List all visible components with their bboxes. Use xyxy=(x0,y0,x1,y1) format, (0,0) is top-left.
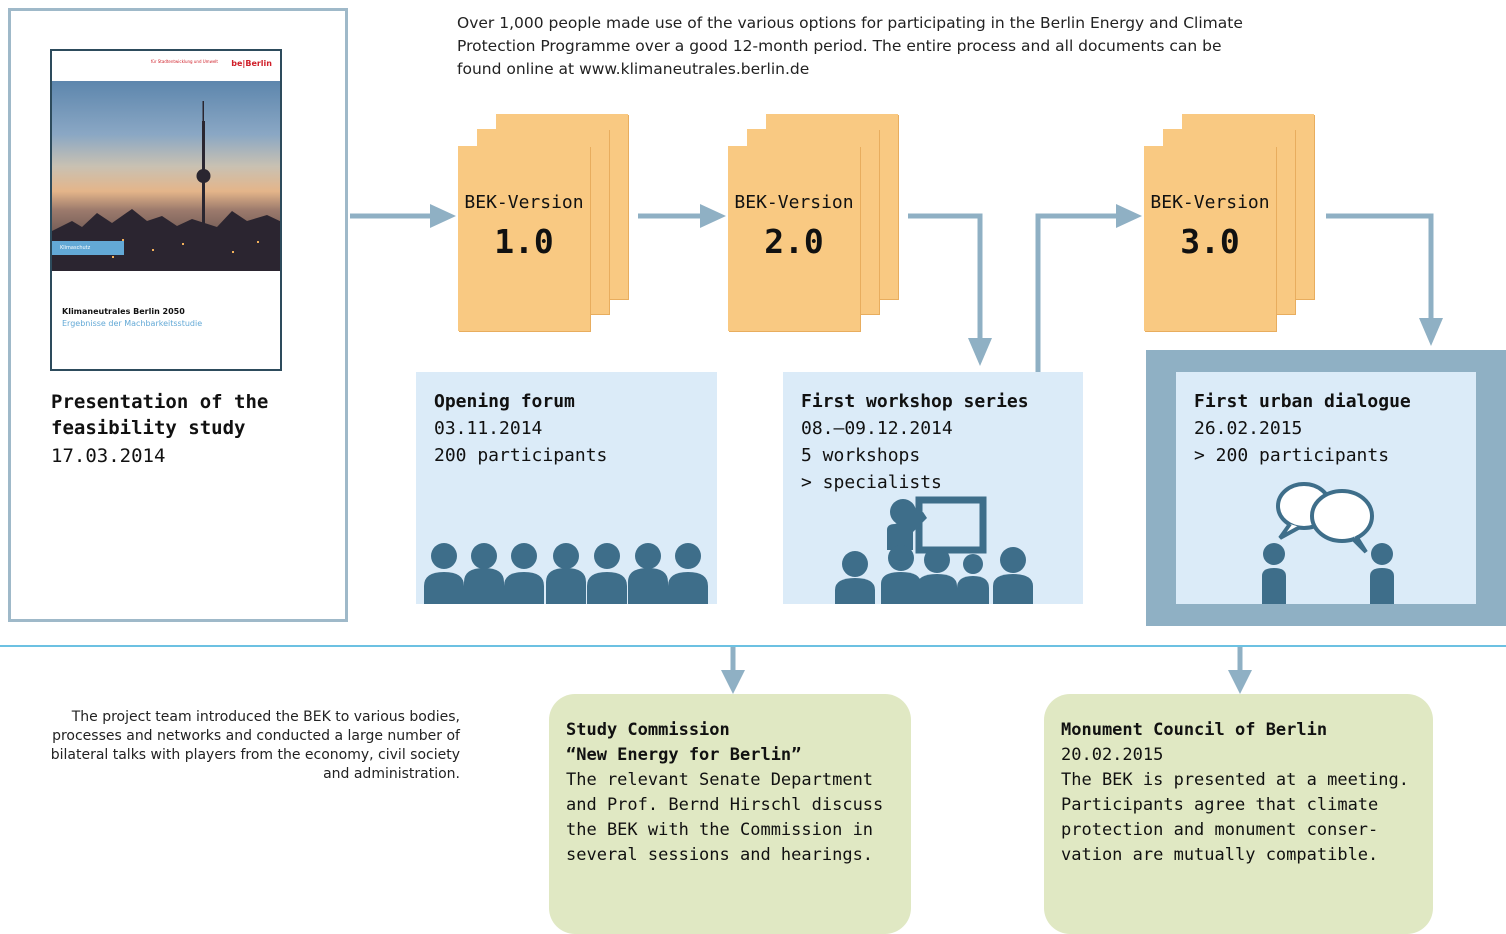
version-number: 3.0 xyxy=(1180,222,1240,261)
commission-line: and Prof. Bernd Hirschl discuss xyxy=(566,795,884,815)
event-title: First workshop series xyxy=(801,391,1029,412)
version-stack-2: BEK-Version 2.0 xyxy=(728,114,908,349)
study-cover-image: für Stadtentwicklung und Umwelt be|Berli… xyxy=(50,49,282,371)
event-title: Opening forum xyxy=(434,391,575,412)
cover-subtitle: Ergebnisse der Machbarkeitsstudie xyxy=(62,319,203,328)
version-stack-1: BEK-Version 1.0 xyxy=(458,114,638,349)
cover-band: Klimaschutz xyxy=(52,241,124,255)
monument-line: vation are mutually compatible. xyxy=(1061,845,1379,865)
monument-date: 20.02.2015 xyxy=(1061,745,1164,765)
monument-title: Monument Council of Berlin xyxy=(1061,720,1328,740)
version-number: 2.0 xyxy=(764,222,824,261)
feasibility-title-line2: feasibility study xyxy=(51,417,246,439)
arrow-head-1 xyxy=(430,204,456,228)
berlin-logo: be|Berlin xyxy=(231,59,272,68)
feasibility-title: Presentation of the feasibility study xyxy=(51,389,268,441)
feasibility-title-line1: Presentation of the xyxy=(51,391,269,413)
monument-council-box: Monument Council of Berlin 20.02.2015 Th… xyxy=(1044,694,1433,934)
arrow-head-2 xyxy=(700,204,726,228)
audience-icon xyxy=(424,543,708,604)
version-label: BEK-Version xyxy=(464,192,584,213)
version-stack-3: BEK-Version 3.0 xyxy=(1144,114,1324,349)
intro-text: Over 1,000 people made use of the variou… xyxy=(457,14,1243,78)
feasibility-panel: für Stadtentwicklung und Umwelt be|Berli… xyxy=(8,8,348,622)
cover-logo-sub: für Stadtentwicklung und Umwelt xyxy=(150,59,218,64)
commission-line: the BEK with the Commission in xyxy=(566,820,874,840)
event-date: 26.02.2015 xyxy=(1194,418,1303,439)
commission-title-line2: “New Energy for Berlin” xyxy=(566,745,802,765)
event-title: First urban dialogue xyxy=(1194,391,1411,412)
monument-line: protection and monument conser- xyxy=(1061,820,1379,840)
opening-forum-box: Opening forum 03.11.2014 200 participant… xyxy=(416,372,717,604)
event-participants: 200 participants xyxy=(434,445,608,466)
commission-line: The relevant Senate Department xyxy=(566,770,874,790)
arrow-head-5 xyxy=(1419,318,1443,346)
version-label: BEK-Version xyxy=(734,192,854,213)
dialogue-icon xyxy=(1262,482,1394,604)
event-date: 08.–09.12.2014 xyxy=(801,418,953,439)
commission-line: several sessions and hearings. xyxy=(566,845,874,865)
skyline-photo xyxy=(52,81,280,271)
side-note: The project team introduced the BEK to v… xyxy=(50,709,460,782)
study-commission-box: Study Commission “New Energy for Berlin”… xyxy=(549,694,911,934)
urban-dialogue-box: First urban dialogue 26.02.2015 > 200 pa… xyxy=(1176,372,1476,604)
feasibility-date: 17.03.2014 xyxy=(51,445,166,467)
monument-line: The BEK is presented at a meeting. xyxy=(1061,770,1409,790)
arrow-head-3 xyxy=(968,338,992,366)
event-detail: 5 workshops xyxy=(801,445,921,466)
arrow-head-7 xyxy=(1228,670,1252,694)
event-audience: > specialists xyxy=(801,472,942,493)
presenter-icon xyxy=(835,496,1033,604)
divider-line xyxy=(0,645,1506,647)
cover-title: Klimaneutrales Berlin 2050 xyxy=(62,307,185,316)
monument-line: Participants agree that climate xyxy=(1061,795,1379,815)
version-label: BEK-Version xyxy=(1150,192,1270,213)
workshop-series-box: First workshop series 08.–09.12.2014 5 w… xyxy=(783,372,1083,604)
event-participants: > 200 participants xyxy=(1194,445,1390,466)
commission-title-line1: Study Commission xyxy=(566,720,730,740)
event-date: 03.11.2014 xyxy=(434,418,543,439)
arrow-head-6 xyxy=(721,670,745,694)
version-number: 1.0 xyxy=(494,222,554,261)
arrow-head-4 xyxy=(1116,204,1142,228)
